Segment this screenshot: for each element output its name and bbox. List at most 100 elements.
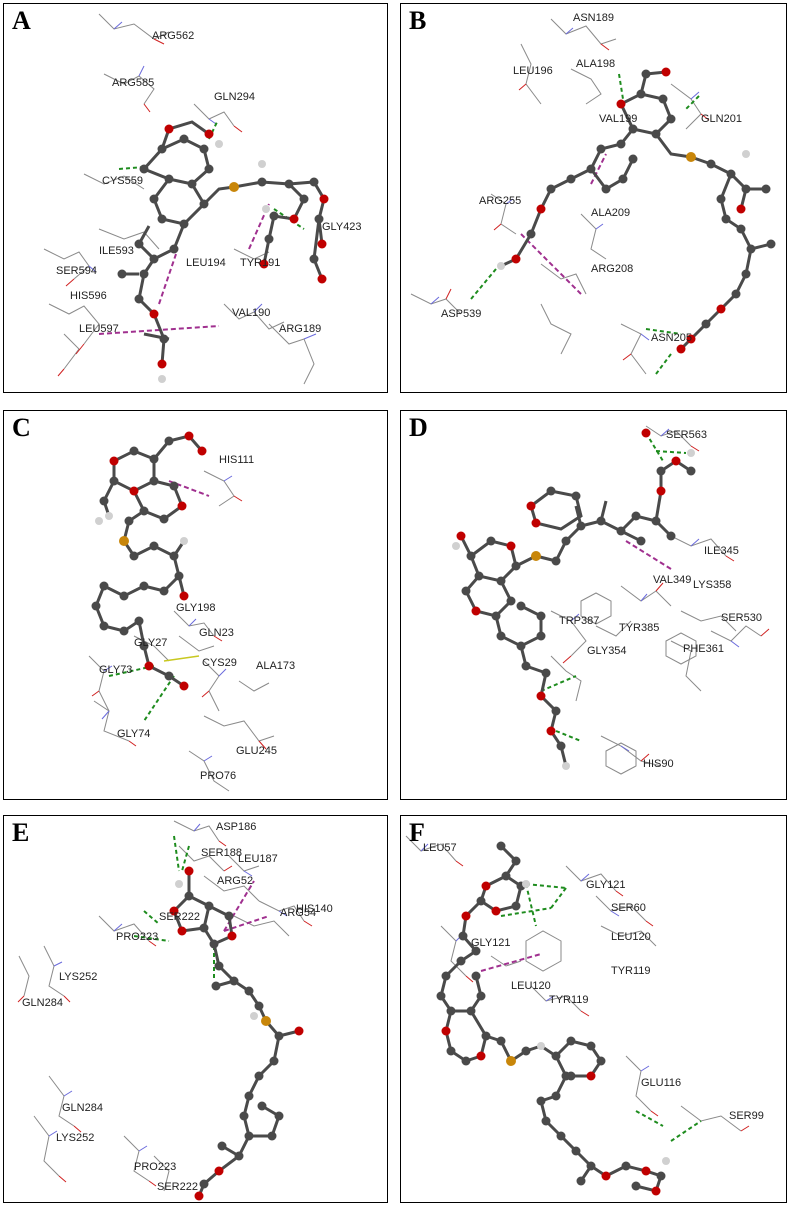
panel-e: ASP186 SER188 LEU187 ARG52 HIS140 SER222…	[3, 815, 388, 1203]
panel-label: F	[409, 818, 425, 847]
residue-label: ARG54	[280, 907, 316, 919]
residue-label: SER222	[157, 1181, 198, 1193]
residue-label: SER563	[666, 429, 707, 441]
panel-label: E	[12, 818, 30, 847]
residue-label: GLU116	[641, 1077, 681, 1089]
residue-label: GLN201	[701, 113, 742, 125]
ligand-atoms	[452, 428, 696, 770]
ligand-atoms	[91, 431, 207, 691]
residue-label: LYS252	[56, 1132, 94, 1144]
residue-label: ARG585	[112, 77, 154, 89]
panel-e-diagram: ASP186 SER188 LEU187 ARG52 HIS140 SER222…	[17, 820, 333, 1201]
residue-label: ARG52	[217, 875, 253, 887]
residue-label: GLY74	[117, 728, 150, 740]
panel-b-diagram: ASN189 LEU196 ALA198 VAL199 GLN201 ARG25…	[410, 12, 776, 375]
ligand-atoms	[436, 841, 670, 1196]
residue-label: SER188	[201, 847, 242, 859]
residue-label: CYS559	[102, 175, 143, 187]
residue-label: PRO76	[200, 770, 236, 782]
residue-label: LEU57	[423, 842, 457, 854]
residue-label: ARG255	[479, 195, 521, 207]
residue-o-atoms	[57, 38, 243, 377]
residue-label: GLN294	[214, 91, 255, 103]
residue-label: TYR119	[549, 994, 589, 1006]
residue-label: PHE361	[683, 643, 724, 655]
residue-label: VAL199	[599, 113, 637, 125]
residue-label: HIS140	[296, 903, 333, 915]
residue-label: ALA209	[591, 207, 630, 219]
ligand-atoms	[117, 124, 329, 383]
residue-label: GLY27	[134, 637, 167, 649]
residue-label: TRP387	[559, 615, 599, 627]
panel-a-diagram: ARG562 ARG585 GLN294 CYS559 ILE593 SER59…	[43, 13, 362, 385]
residue-label: PRO223	[116, 931, 158, 943]
panel-d-diagram: SER563 ILE345 VAL349 LYS358 TRP387 TYR38…	[452, 425, 770, 775]
residue-label: LEU120	[611, 931, 651, 943]
ligand-atoms	[169, 866, 304, 1201]
residue-label: ASP539	[441, 308, 481, 320]
residue-label: ILE345	[704, 545, 739, 557]
residue-label: GLN284	[22, 997, 63, 1009]
residue-label: GLN23	[199, 627, 234, 639]
residue-sticks	[410, 18, 702, 375]
panel-a: ARG562 ARG585 GLN294 CYS559 ILE593 SER59…	[3, 3, 388, 393]
panel-label: C	[12, 413, 31, 442]
residue-label: ASN189	[573, 12, 614, 24]
residue-sticks	[88, 470, 275, 792]
panel-label: D	[409, 413, 428, 442]
panel-f-diagram: LEU57 GLY121 SER60 LEU120 GLY121 TYR119 …	[405, 835, 764, 1196]
residue-label: GLY73	[99, 664, 132, 676]
residue-label: ALA198	[576, 58, 615, 70]
residue-label: HIS90	[643, 758, 674, 770]
residue-label: LEU120	[511, 980, 551, 992]
residue-label: GLY121	[471, 937, 511, 949]
residue-label: CYS29	[202, 657, 237, 669]
residue-n-atoms	[88, 21, 317, 340]
residue-label: ARG562	[152, 30, 194, 42]
residue-label: SER594	[56, 265, 97, 277]
residue-label: SER60	[611, 902, 646, 914]
residue-label: GLY121	[586, 879, 626, 891]
residue-label: LEU597	[79, 323, 119, 335]
panel-d: SER563 ILE345 VAL349 LYS358 TRP387 TYR38…	[400, 410, 787, 800]
residue-sticks	[405, 835, 742, 1132]
residue-label: LYS358	[693, 579, 731, 591]
residue-label: VAL190	[232, 307, 270, 319]
residue-label: ARG208	[591, 263, 633, 275]
residue-label: VAL349	[653, 574, 691, 586]
residue-label: GLY423	[322, 221, 362, 233]
residue-label: GLN284	[62, 1102, 103, 1114]
panel-label: A	[12, 6, 31, 35]
panel-label: B	[409, 6, 427, 35]
residue-label: HIS111	[219, 454, 254, 466]
residue-label: SER99	[729, 1110, 764, 1122]
residue-label: ARG189	[279, 323, 321, 335]
residue-label: GLU245	[236, 745, 277, 757]
residue-label: SER530	[721, 612, 762, 624]
residue-label: TYR385	[619, 622, 659, 634]
residue-label: ASN205	[651, 332, 692, 344]
residue-label: ALA173	[256, 660, 295, 672]
residue-label: ASP186	[216, 821, 256, 833]
ligand-atoms	[497, 67, 776, 354]
residue-label: PRO223	[134, 1161, 176, 1173]
ligand-bonds	[439, 844, 663, 1193]
panel-c-diagram: HIS111 GLY198 GLY27 GLN23 GLY73 CYS29 AL…	[88, 431, 295, 792]
panel-b: ASN189 LEU196 ALA198 VAL199 GLN201 ARG25…	[400, 3, 787, 393]
residue-label: TYR119	[611, 965, 651, 977]
residue-sticks	[550, 425, 762, 767]
residue-label: GLY198	[176, 602, 216, 614]
residue-label: LEU194	[186, 257, 226, 269]
residue-label: LEU196	[513, 65, 553, 77]
aromatic-rings	[525, 930, 562, 972]
aromatic-rings	[580, 592, 697, 775]
residue-sticks	[18, 820, 305, 1192]
residue-label: LYS252	[59, 971, 97, 983]
residue-label: HIS596	[70, 290, 107, 302]
residue-label: ILE593	[99, 245, 134, 257]
panel-c: HIS111 GLY198 GLY27 GLN23 GLY73 CYS29 AL…	[3, 410, 388, 800]
residue-label: GLY354	[587, 645, 627, 657]
residue-label: TYR191	[240, 257, 280, 269]
panel-f: LEU57 GLY121 SER60 LEU120 GLY121 TYR119 …	[400, 815, 787, 1203]
residue-label: SER222	[159, 911, 200, 923]
